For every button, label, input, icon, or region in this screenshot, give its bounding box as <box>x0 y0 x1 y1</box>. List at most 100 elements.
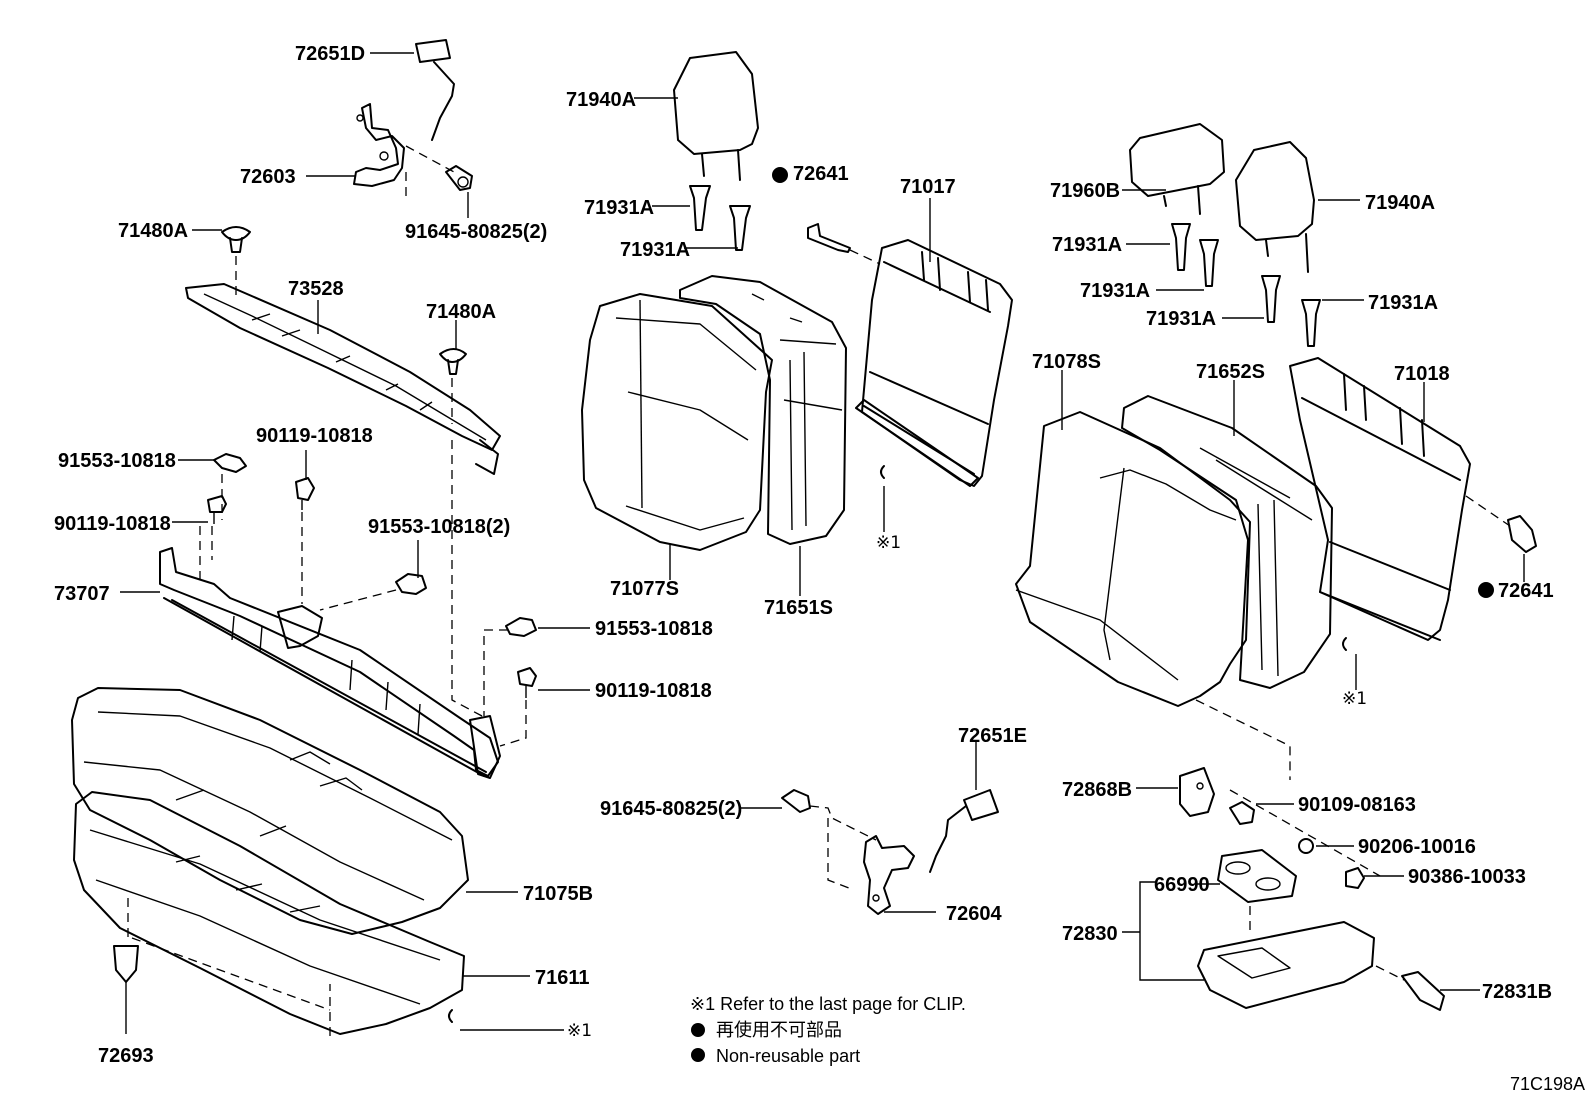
part-seatback-71077S <box>581 293 773 551</box>
legend-dot-en <box>691 1048 705 1062</box>
label-72831B: 72831B <box>1482 981 1552 1003</box>
nonreusable-dot-72641-left <box>772 167 788 183</box>
clip-ref-label-center: ※1 <box>876 533 901 553</box>
part-cupholder-66990 <box>1217 849 1297 903</box>
legend-nonreusable-jp: 再使用不可部品 <box>716 1020 842 1040</box>
support-71931A-b <box>729 205 751 251</box>
label-72603: 72603 <box>240 166 296 188</box>
support-71931A-e <box>1261 275 1281 323</box>
label-71018: 71018 <box>1394 363 1450 385</box>
bolt-72641-right <box>1507 515 1537 553</box>
label-72651E: 72651E <box>958 725 1027 747</box>
label-71931A-d: 71931A <box>1080 280 1150 302</box>
support-71931A-d <box>1199 239 1219 287</box>
part-seatback-71652S <box>1121 395 1333 689</box>
clip-71480A-top <box>221 226 251 253</box>
label-71075B: 71075B <box>523 883 593 905</box>
label-90386: 90386-10033 <box>1408 866 1526 888</box>
part-hinge-72604 <box>863 835 915 915</box>
bolt-72641-left <box>807 223 851 253</box>
bolt-91553-c <box>505 617 537 637</box>
legend-dot-jp <box>691 1023 705 1037</box>
leader-lines <box>120 52 1525 1034</box>
label-71960B: 71960B <box>1050 180 1120 202</box>
label-71611: 71611 <box>535 967 590 989</box>
clip-71480A-mid <box>439 348 467 375</box>
label-72641-right: 72641 <box>1498 580 1554 602</box>
support-71931A-c <box>1171 223 1191 271</box>
label-71480A-top: 71480A <box>118 220 188 242</box>
label-91553-b: 91553-10818(2) <box>368 516 510 538</box>
label-90109: 90109-08163 <box>1298 794 1416 816</box>
clip-ref-center <box>880 465 885 479</box>
part-pin-72831B <box>1401 971 1445 1011</box>
clip-72693 <box>113 945 139 983</box>
bolt-91645-bottom <box>781 789 811 813</box>
part-headrest-71960B <box>1129 123 1225 215</box>
bolt-90119-b <box>295 477 315 510</box>
label-72868B: 72868B <box>1062 779 1132 801</box>
label-71077S: 71077S <box>610 578 679 600</box>
label-72830: 72830 <box>1062 923 1118 945</box>
label-91553-a: 91553-10818 <box>58 450 176 472</box>
part-frame-71018 <box>1289 357 1471 641</box>
part-armrest-72830 <box>1197 921 1375 1009</box>
part-cushion-pad-71611 <box>73 791 465 1035</box>
label-91645-top: 91645-80825(2) <box>405 221 547 243</box>
label-71931A-a: 71931A <box>584 197 654 219</box>
label-71651S: 71651S <box>764 597 833 619</box>
label-72693: 72693 <box>98 1045 154 1067</box>
clip-ref-right <box>1342 637 1347 651</box>
label-71017: 71017 <box>900 176 956 198</box>
part-bracket-72868B <box>1179 767 1215 817</box>
label-90206: 90206-10016 <box>1358 836 1476 858</box>
support-71931A-f <box>1301 299 1321 347</box>
washer-90206-10016 <box>1298 838 1314 854</box>
label-71931A-c: 71931A <box>1052 234 1122 256</box>
label-71931A-f: 71931A <box>1368 292 1438 314</box>
legend: ※1 Refer to the last page for CLIP. 再使用不… <box>690 994 966 1066</box>
bolt-90119-a <box>207 495 227 524</box>
nonreusable-dot-72641-right <box>1478 582 1494 598</box>
part-bracket-73528 <box>185 283 501 475</box>
nut-90386-10033 <box>1345 867 1365 889</box>
label-71652S: 71652S <box>1196 361 1265 383</box>
label-73707: 73707 <box>54 583 110 605</box>
bolt-90109-08163 <box>1229 801 1255 825</box>
support-71931A-a <box>689 185 711 231</box>
label-71931A-e: 71931A <box>1146 308 1216 330</box>
label-73528: 73528 <box>288 278 344 300</box>
legend-nonreusable-en: Non-reusable part <box>716 1046 860 1066</box>
label-90119-c: 90119-10818 <box>595 680 712 702</box>
part-frame-73707 <box>159 547 501 779</box>
label-91645-bottom: 91645-80825(2) <box>600 798 742 820</box>
label-72651D: 72651D <box>295 43 365 65</box>
label-71931A-b: 71931A <box>620 239 690 261</box>
bolt-90119-c <box>517 667 537 698</box>
label-71940A-left: 71940A <box>566 89 636 111</box>
part-headrest-71940A-right <box>1235 141 1315 273</box>
label-71480A-mid: 71480A <box>426 301 496 323</box>
label-72604: 72604 <box>946 903 1002 925</box>
label-90119-a: 90119-10818 <box>256 425 373 447</box>
part-frame-71017 <box>855 239 1013 487</box>
diagram-code: 71C198A <box>1510 1074 1585 1094</box>
label-71940A-right: 71940A <box>1365 192 1435 214</box>
bolt-91645-top <box>445 165 473 191</box>
part-hinge-72603 <box>353 103 405 187</box>
clip-ref-seat <box>448 1009 453 1023</box>
bolt-91553-a <box>213 453 247 473</box>
part-cushion-cover-71075B <box>71 687 469 935</box>
part-seatback-71651S <box>679 275 847 545</box>
part-headrest-71940A-left <box>673 51 759 181</box>
label-72641-left: 72641 <box>793 163 849 185</box>
legend-clip-note: ※1 Refer to the last page for CLIP. <box>690 994 966 1014</box>
label-71078S: 71078S <box>1032 351 1101 373</box>
label-91553-c: 91553-10818 <box>595 618 713 640</box>
label-66990: 66990 <box>1154 874 1210 896</box>
part-cover-72651E <box>929 789 999 873</box>
clip-ref-label-seat: ※1 <box>567 1021 592 1041</box>
clip-ref-label-right: ※1 <box>1342 689 1367 709</box>
bolt-91553-b <box>395 573 427 595</box>
